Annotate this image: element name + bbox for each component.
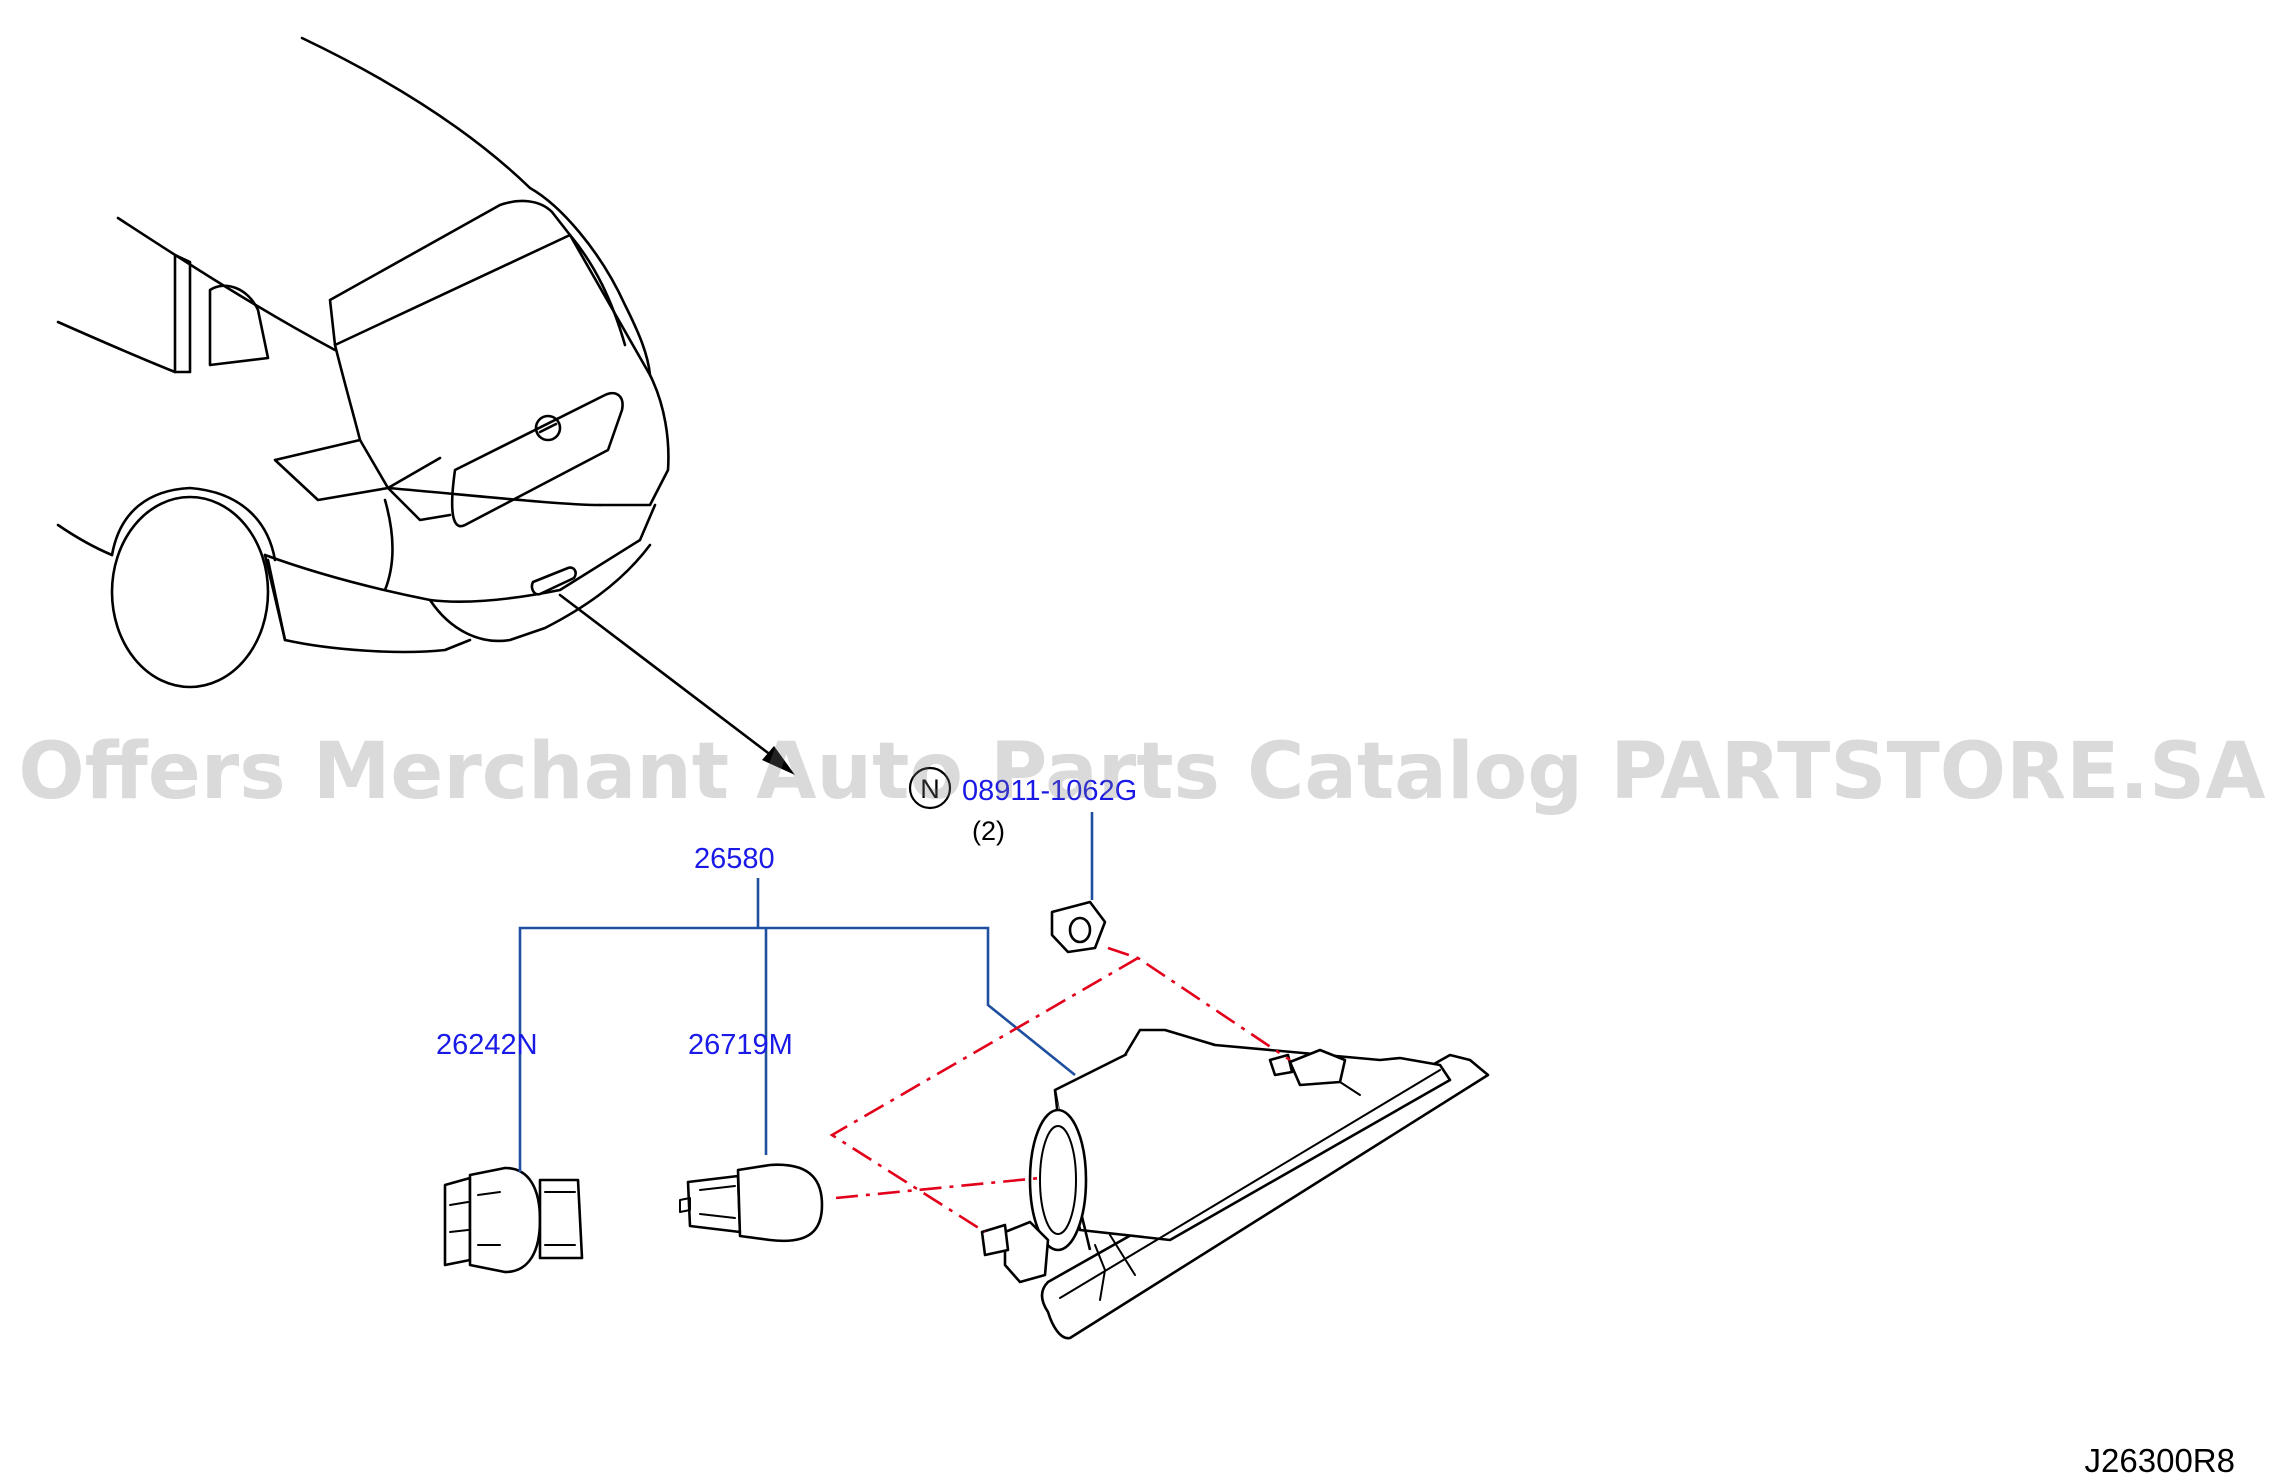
part-number-assembly[interactable]: 26580: [694, 843, 775, 875]
socket-illustration: [443, 1166, 584, 1274]
watermark: Offers Merchant Auto Parts Catalog PARTS…: [18, 727, 2265, 817]
lamp-assembly-illustration: [980, 1028, 1490, 1340]
clip-symbol: N: [920, 774, 940, 804]
vehicle-rear-illustration: [56, 36, 795, 775]
clip-quantity: (2): [972, 816, 1005, 846]
clip-symbol-circle: [908, 766, 952, 810]
leader-lines: [518, 812, 1094, 1172]
part-number-socket[interactable]: 26242N: [436, 1029, 538, 1061]
clip-illustration: [1050, 900, 1107, 954]
bulb-illustration: [679, 1163, 824, 1243]
part-number-clip[interactable]: 08911-1062G: [962, 775, 1137, 807]
figure-code: J26300R8: [2085, 1442, 2235, 1479]
assembly-guide-lines: [829, 946, 1291, 1234]
part-labels: N 08911-1062G (2) 26580 26242N 26719M: [436, 766, 1137, 1061]
part-number-bulb[interactable]: 26719M: [688, 1029, 793, 1061]
